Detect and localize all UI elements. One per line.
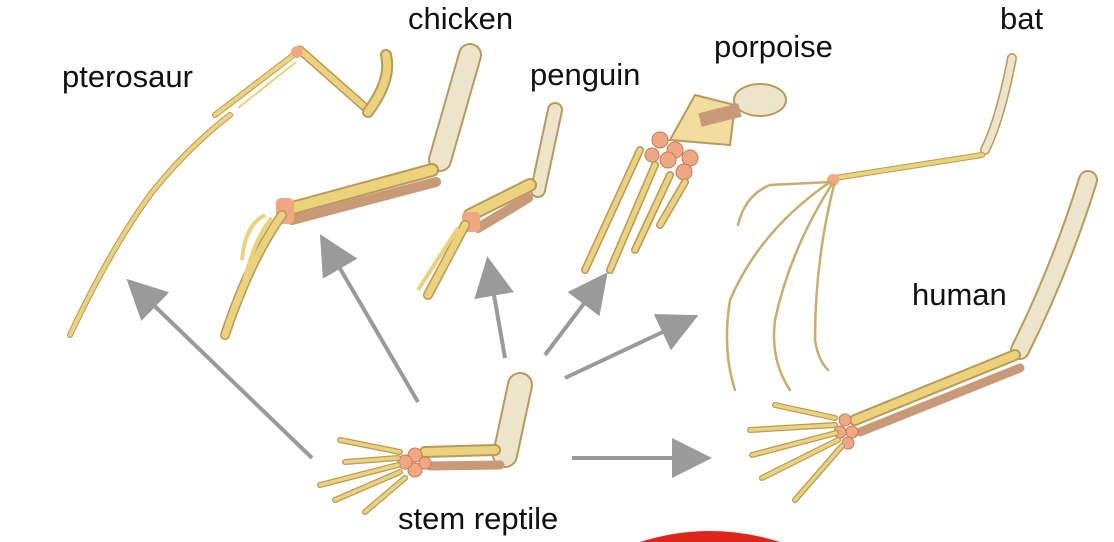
arrow-to-porpoise (543, 272, 608, 357)
arrow-to-pterosaur (126, 278, 314, 460)
porpoise-limb (581, 83, 787, 274)
human-limb (747, 170, 1098, 503)
label-bat: bat (1000, 1, 1044, 36)
penguin-limb (416, 102, 563, 300)
red-accent-shape (640, 531, 780, 542)
label-human: human (912, 277, 1007, 312)
label-chicken: chicken (408, 1, 514, 36)
arrow-to-chicken (319, 234, 420, 404)
arrow-to-penguin (474, 256, 514, 359)
stem-reptile-limb (317, 372, 533, 515)
bat-limb (725, 53, 1017, 392)
label-porpoise: porpoise (714, 29, 833, 64)
label-penguin: penguin (530, 57, 641, 92)
pterosaur-limb (67, 45, 394, 338)
chicken-limb (220, 43, 482, 340)
label-stem-reptile: stem reptile (398, 501, 559, 536)
label-pterosaur: pterosaur (62, 59, 193, 94)
arrow-to-bat (564, 314, 699, 380)
arrows (126, 234, 712, 478)
